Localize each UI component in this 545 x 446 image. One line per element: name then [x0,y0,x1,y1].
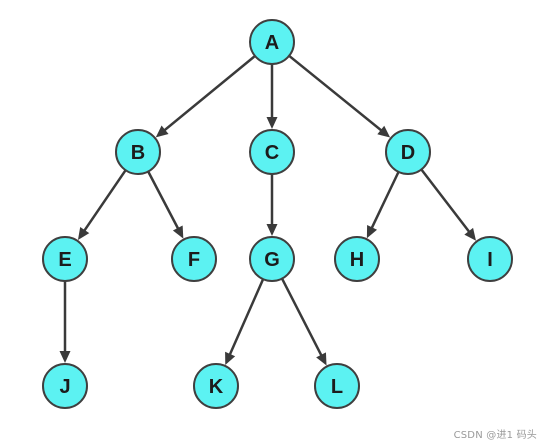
node-label: B [131,142,145,164]
node-label: F [188,249,200,271]
arrowhead-icon [59,351,71,363]
edge-line [82,168,127,233]
arrowhead-icon [266,117,278,129]
edge-line [280,277,323,357]
arrowhead-icon [172,225,184,239]
node-label: A [265,32,279,54]
node-label: C [265,142,279,164]
node-j: J [42,363,88,409]
node-d: D [385,129,431,175]
edge-line [228,277,265,357]
edge-d-h [366,170,400,239]
edge-b-e [77,168,127,241]
node-label: E [58,249,71,271]
node-circle [193,363,239,409]
node-circle [249,236,295,282]
node-circle [249,129,295,175]
node-b: B [115,129,161,175]
edge-e-j [59,279,71,363]
edge-line [146,170,180,231]
node-circle [249,19,295,65]
arrowhead-icon [77,226,90,241]
node-a: A [249,19,295,65]
node-h: H [334,236,380,282]
edges-layer [59,54,477,366]
arrowhead-icon [266,224,278,236]
edge-line [370,170,400,230]
arrowhead-icon [155,125,169,138]
edge-g-l [280,277,327,366]
node-label: G [264,249,280,271]
node-circle [314,363,360,409]
watermark-text: CSDN @进1 码头 [453,430,537,441]
edge-line [420,168,471,234]
edge-line [163,54,257,132]
node-e: E [42,236,88,282]
edge-c-g [266,172,278,236]
nodes-layer: A B C D E F G H I J K L [42,19,513,409]
node-g: G [249,236,295,282]
node-circle [334,236,380,282]
edge-a-c [266,62,278,129]
node-label: H [350,249,364,271]
node-k: K [193,363,239,409]
node-c: C [249,129,295,175]
node-circle [171,236,217,282]
edge-b-f [146,170,184,239]
node-circle [42,236,88,282]
node-l: L [314,363,360,409]
arrowhead-icon [316,352,327,366]
edge-d-i [420,168,477,241]
node-circle [115,129,161,175]
node-label: L [331,376,343,398]
edge-a-d [287,54,391,138]
node-circle [42,363,88,409]
arrowhead-icon [225,351,236,365]
node-label: K [209,376,224,398]
edge-a-b [155,54,257,138]
node-label: I [487,249,493,271]
node-i: I [467,236,513,282]
arrowhead-icon [366,225,378,239]
node-label: J [59,376,70,398]
edge-g-k [225,277,265,365]
arrowhead-icon [377,125,391,138]
node-circle [385,129,431,175]
node-circle [467,236,513,282]
edge-line [287,54,383,132]
arrowhead-icon [464,227,477,241]
node-f: F [171,236,217,282]
node-label: D [401,142,415,164]
